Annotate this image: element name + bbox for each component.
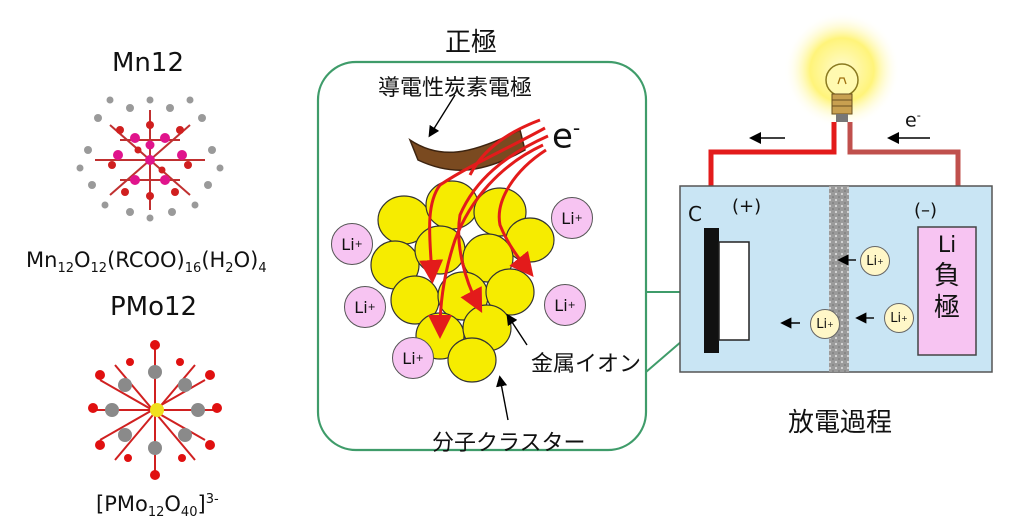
cathode-active-layer — [718, 241, 750, 341]
anode-li-text: Li — [937, 233, 957, 258]
minus-label: (–) — [914, 200, 938, 221]
battery-li-ion-1: Li+ — [860, 246, 890, 276]
pmo12-molecule-illustration — [88, 340, 222, 480]
pmo12-formula: [PMo12O40]3- — [96, 492, 219, 521]
battery-li-ion-3: Li+ — [810, 309, 840, 339]
electrode-label: 導電性炭素電極 — [378, 76, 533, 101]
phosphorus-atom — [150, 403, 164, 417]
cathode-title: 正極 — [445, 28, 498, 58]
battery-li-ion-2: Li+ — [884, 303, 914, 333]
anode-kanji-2: 極 — [933, 293, 960, 323]
pmo12-title: PMo12 — [110, 292, 198, 322]
cathode-c-label: C — [688, 202, 702, 226]
anode-block — [917, 226, 977, 356]
plus-label: (+) — [732, 196, 762, 217]
cathode-li-ion-5: Li+ — [392, 337, 434, 379]
cathode-electron-label: e- — [552, 116, 581, 157]
cluster-pointer-arrow — [496, 375, 509, 421]
metal-ion-label: 金属イオン — [531, 352, 642, 377]
electron-paths — [419, 118, 549, 339]
discharge-title: 放電過程 — [788, 408, 893, 438]
anode-label: Li 負 極 — [918, 232, 976, 325]
cathode-zoom-box — [316, 60, 648, 452]
metal-ion-pointer-arrow — [506, 313, 528, 346]
cathode-li-ion-1: Li+ — [331, 223, 373, 265]
mn12-formula: Mn12O12(RCOO)16(H2O)4 — [26, 248, 267, 277]
battery-electron-label: e- — [905, 108, 921, 132]
cluster-label: 分子クラスター — [432, 431, 586, 456]
separator — [829, 186, 849, 372]
cathode-li-ion-4: Li+ — [544, 284, 586, 326]
mn12-molecule-illustration — [76, 96, 224, 222]
cathode-li-ion-3: Li+ — [344, 286, 386, 328]
mn12-title: Mn12 — [112, 48, 184, 78]
cathode-current-collector — [704, 228, 719, 353]
light-bulb-icon — [825, 63, 859, 122]
electrode-pointer-arrow — [428, 94, 456, 138]
cathode-li-ion-2: Li+ — [551, 197, 593, 239]
anode-kanji-1: 負 — [933, 260, 960, 291]
